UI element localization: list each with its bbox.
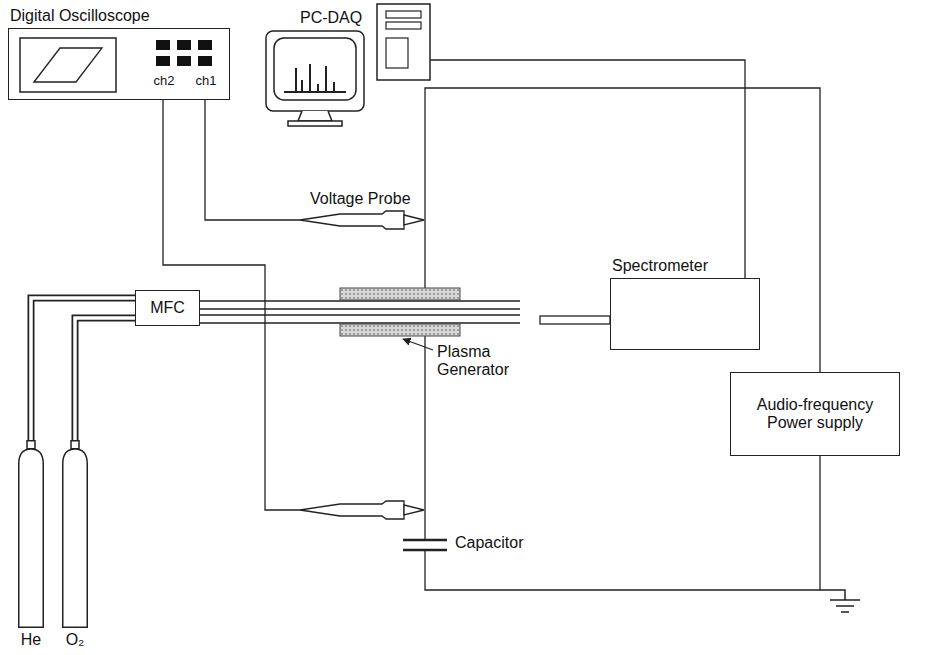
tower-panel [386, 38, 408, 68]
cylinder-outline [18, 440, 44, 628]
device-label: Spectrometer [612, 257, 708, 275]
gas-line-bore [75, 318, 135, 440]
part-label: Plasma Generator [437, 343, 521, 380]
scope-button [198, 40, 212, 50]
drive-slot [386, 22, 421, 29]
channel-label: ch2 [149, 74, 179, 89]
gas-cylinder: O₂ [62, 440, 88, 628]
ground-symbol [820, 590, 860, 612]
circuit-wire [424, 336, 425, 540]
fiber-input [540, 316, 610, 324]
electrode [340, 288, 460, 300]
spectrometer-box: Spectrometer [610, 278, 760, 350]
part-label: Capacitor [455, 534, 523, 552]
gas-line [31, 298, 135, 440]
signal-cable [430, 60, 745, 278]
part-label: Voltage Probe [310, 190, 411, 208]
connector-group [31, 298, 135, 440]
cylinder-body [19, 449, 44, 627]
monitor [266, 31, 364, 111]
cylinder-outline [62, 440, 88, 628]
gas-line-bore [31, 298, 135, 440]
circuit-wire [425, 88, 820, 372]
device-label: MFC [150, 299, 185, 317]
drive-slot [386, 11, 421, 18]
channel-label: ch1 [191, 74, 221, 89]
monitor-screen [274, 38, 356, 100]
monitor-base [288, 121, 342, 126]
pc-daq-station: PC-DAQ [262, 4, 430, 128]
device-label: Audio-frequency Power supply [745, 396, 885, 433]
voltage-probe [300, 501, 404, 519]
scope-button [177, 40, 191, 50]
cylinder-body [63, 449, 88, 627]
scope-button [198, 56, 212, 66]
connector-group [75, 318, 135, 440]
cylinder-valve [71, 441, 79, 449]
scope-button [177, 56, 191, 66]
device-label: O₂ [66, 631, 85, 649]
probe-lead [205, 100, 300, 220]
pc-tower [377, 4, 430, 80]
gas-line [75, 318, 135, 440]
device-label: He [21, 631, 41, 649]
flow-controller-box: MFC [135, 290, 200, 326]
scope-screen [20, 38, 116, 92]
lissajous-figure [34, 48, 102, 82]
probe-tip [404, 505, 424, 515]
electrode [340, 324, 460, 336]
cylinder-valve [27, 441, 35, 449]
gas-tube [200, 301, 520, 323]
spectrum-bars [284, 64, 346, 92]
connector-group [430, 60, 745, 278]
power-supply-box: Audio-frequency Power supply [730, 372, 900, 456]
device-label: Digital Oscilloscope [10, 7, 150, 25]
voltage-probe [300, 211, 404, 229]
gas-cylinder: He [18, 440, 44, 628]
capacitor-symbol [403, 540, 447, 550]
leader-arrow [403, 339, 433, 350]
oscilloscope-box: Digital Oscilloscopech2ch1 [8, 28, 230, 100]
monitor-stand [298, 111, 332, 121]
device-label: PC-DAQ [300, 9, 362, 27]
scope-button [156, 56, 170, 66]
probe-tip [404, 215, 424, 225]
circuit-wire [425, 456, 820, 590]
scope-button [156, 40, 170, 50]
